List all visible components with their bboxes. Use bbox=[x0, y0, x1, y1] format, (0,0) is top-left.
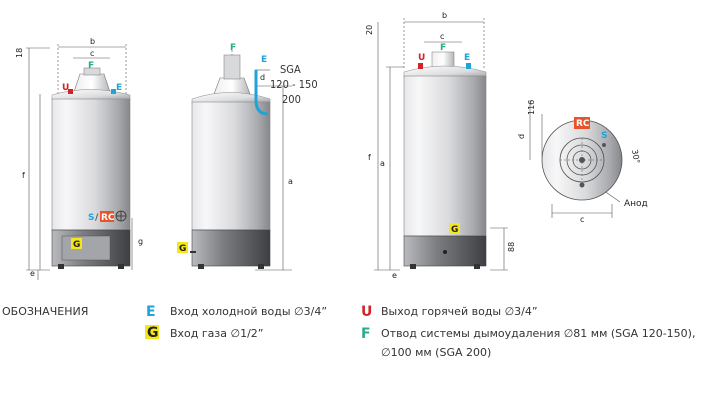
anode-label: Анод bbox=[624, 199, 648, 209]
anode-top bbox=[579, 182, 585, 188]
cold-pipe-side bbox=[254, 70, 269, 116]
side-view: d a F E G SGA 120 - 150 200 bbox=[177, 43, 318, 271]
dim-88-tall: 88 bbox=[507, 242, 516, 252]
tank-body-front bbox=[51, 98, 131, 231]
dim-a-side: a bbox=[288, 177, 293, 186]
foot-left-front bbox=[58, 264, 64, 269]
marker-e-side: E bbox=[261, 55, 267, 65]
dim-d-side: d bbox=[260, 73, 265, 82]
foot-left-side bbox=[198, 264, 204, 269]
legend-text-f-2: ∅100 мм (SGA 200) bbox=[381, 346, 491, 359]
g-badge-side bbox=[177, 242, 188, 253]
tank-body-side bbox=[191, 101, 271, 231]
tank-top-side bbox=[191, 92, 271, 104]
tank-base-side bbox=[191, 229, 271, 267]
control-panel-front bbox=[61, 235, 111, 261]
gas-valve-tall bbox=[443, 250, 447, 254]
rc-badge-top bbox=[574, 117, 590, 129]
dim-angle-top: 30° bbox=[630, 149, 641, 165]
legend-code-g: G bbox=[147, 325, 159, 341]
dim-g-front: g bbox=[138, 237, 143, 246]
legend-text-g: Вход газа ∅1/2” bbox=[170, 327, 263, 340]
legend-text-e: Вход холодной воды ∅3/4” bbox=[170, 305, 327, 318]
marker-u-tall: U bbox=[418, 53, 425, 63]
front-dimension-lines bbox=[26, 44, 133, 280]
dim-a-tall: a bbox=[380, 159, 385, 168]
foot-right-front bbox=[118, 264, 124, 269]
g-badge-tall bbox=[449, 223, 460, 234]
marker-f-front: F bbox=[88, 61, 94, 71]
flue-hood-side bbox=[213, 77, 251, 95]
dim-e-front: e bbox=[30, 269, 35, 278]
flue-collar-front bbox=[83, 67, 101, 76]
tall-dimension-lines bbox=[374, 18, 508, 271]
dim-d-top: d bbox=[517, 134, 526, 139]
model-note-line2: 120 - 150 bbox=[270, 78, 318, 91]
rc-badge-front bbox=[100, 211, 114, 222]
foot-left-tall bbox=[410, 264, 416, 269]
legend-title: ОБОЗНАЧЕНИЯ bbox=[2, 305, 88, 318]
marker-u-front: U bbox=[62, 83, 69, 93]
cold-inlet-front bbox=[111, 89, 116, 94]
legend-badge-g bbox=[145, 325, 159, 339]
dim-116-top: 116 bbox=[527, 100, 536, 115]
marker-g-tall: G bbox=[451, 225, 458, 235]
marker-g-side: G bbox=[179, 244, 186, 254]
dim-e-tall: e bbox=[392, 271, 397, 280]
legend: ОБОЗНАЧЕНИЯ E Вход холодной воды ∅3/4” G… bbox=[2, 304, 695, 359]
legend-code-e: E bbox=[146, 304, 156, 320]
marker-rc-top: RC bbox=[576, 119, 590, 129]
sensor-hole-top bbox=[602, 143, 606, 147]
marker-e-front: E bbox=[116, 83, 122, 93]
marker-g-front: G bbox=[73, 240, 80, 250]
dim-b-tall: b bbox=[442, 11, 447, 20]
marker-e-tall: E bbox=[464, 53, 470, 63]
marker-f-side: F bbox=[230, 43, 236, 53]
model-note-line1: SGA bbox=[280, 63, 301, 76]
marker-s-top: S bbox=[601, 131, 607, 141]
legend-code-u: U bbox=[361, 304, 372, 320]
tank-top-tall bbox=[403, 65, 487, 79]
dim-18-front: 18 bbox=[15, 48, 24, 58]
dim-b-front: b bbox=[90, 37, 95, 46]
hot-outlet-tall bbox=[418, 63, 423, 69]
legend-code-f: F bbox=[361, 326, 371, 342]
foot-right-tall bbox=[474, 264, 480, 269]
dim-c-front: c bbox=[90, 49, 94, 58]
dim-c-top: c bbox=[580, 215, 584, 224]
model-note-line3: 200 bbox=[282, 93, 301, 106]
tall-view: b c 20 a f e 88 U F E G bbox=[365, 11, 516, 280]
foot-right-side bbox=[258, 264, 264, 269]
cold-inlet-tall bbox=[466, 63, 471, 69]
hot-outlet-front bbox=[68, 89, 73, 94]
dim-c-tall: c bbox=[440, 32, 444, 41]
dim-f-tall: f bbox=[368, 153, 371, 162]
marker-f-tall: F bbox=[440, 43, 446, 53]
marker-rc-front: RC bbox=[101, 213, 115, 223]
legend-text-f: Отвод системы дымоудаления ∅81 мм (SGA 1… bbox=[381, 327, 695, 340]
dim-20-tall: 20 bbox=[365, 25, 374, 35]
front-view: b c 18 f g e U E F S / RC G bbox=[15, 37, 143, 280]
legend-text-u: Выход горячей воды ∅3/4” bbox=[381, 305, 538, 318]
marker-slash-front: / bbox=[95, 213, 99, 223]
dim-f-front: f bbox=[22, 171, 25, 180]
tank-body-tall bbox=[403, 75, 487, 237]
flue-collar-tall bbox=[431, 51, 455, 69]
flue-collar-side bbox=[223, 54, 241, 80]
top-view: 116 d c 30° RC S Анод bbox=[517, 100, 648, 224]
marker-s-front: S bbox=[88, 213, 94, 223]
g-badge-front bbox=[71, 238, 82, 249]
